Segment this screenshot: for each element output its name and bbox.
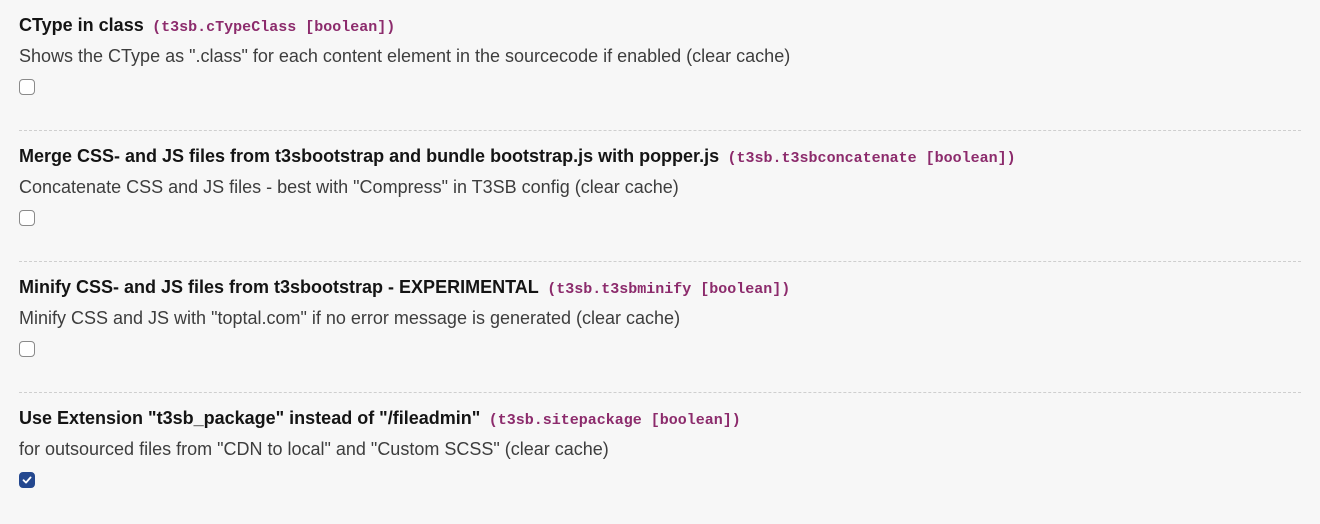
setting-sitepackage: Use Extension "t3sb_package" instead of … [19,393,1301,524]
divider [19,130,1301,131]
divider [19,392,1301,393]
setting-title-row: Minify CSS- and JS files from t3sbootstr… [19,274,790,300]
setting-description: Shows the CType as ".class" for each con… [19,46,791,66]
setting-title: Minify CSS- and JS files from t3sbootstr… [19,277,539,297]
sitepackage-checkbox[interactable] [19,472,35,488]
setting-title: CType in class [19,15,144,35]
setting-title: Merge CSS- and JS files from t3sbootstra… [19,146,720,166]
divider [19,261,1301,262]
setting-key: (t3sb.t3sbconcatenate [boolean]) [727,150,1016,167]
setting-ctype-class: CType in class (t3sb.cTypeClass [boolean… [19,0,1301,131]
concatenate-checkbox[interactable] [19,210,35,226]
setting-key: (t3sb.cTypeClass [boolean]) [152,19,396,36]
setting-concatenate: Merge CSS- and JS files from t3sbootstra… [19,131,1301,262]
setting-title-row: CType in class (t3sb.cTypeClass [boolean… [19,12,395,38]
setting-description: for outsourced files from "CDN to local"… [19,439,609,459]
setting-description: Minify CSS and JS with "toptal.com" if n… [19,308,681,328]
ctype-class-checkbox[interactable] [19,79,35,95]
setting-title-row: Use Extension "t3sb_package" instead of … [19,405,741,431]
setting-key: (t3sb.t3sbminify [boolean]) [547,281,791,298]
setting-key: (t3sb.sitepackage [boolean]) [488,412,741,429]
setting-title: Use Extension "t3sb_package" instead of … [19,408,481,428]
minify-checkbox[interactable] [19,341,35,357]
check-icon [22,476,32,484]
setting-description: Concatenate CSS and JS files - best with… [19,177,679,197]
setting-minify: Minify CSS- and JS files from t3sbootstr… [19,262,1301,393]
setting-title-row: Merge CSS- and JS files from t3sbootstra… [19,143,1016,169]
